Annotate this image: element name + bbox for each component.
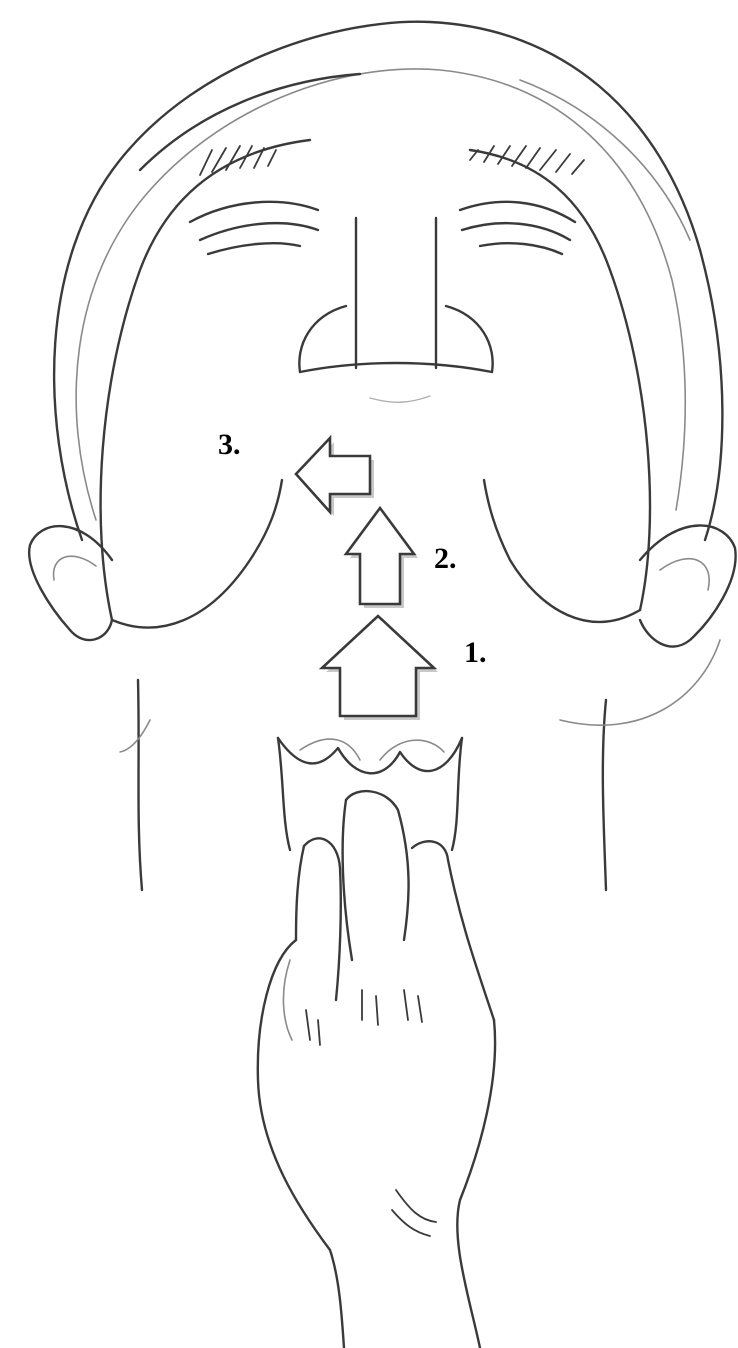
brow-hatching xyxy=(200,146,584,175)
hair-outline xyxy=(54,22,722,540)
nose xyxy=(299,218,492,402)
examiner-hand xyxy=(258,791,495,1348)
step-label-1: 1. xyxy=(464,636,487,669)
larynx xyxy=(278,738,462,850)
arrow-3-left xyxy=(296,438,374,516)
arrow-1-up xyxy=(322,616,438,720)
closed-eyes xyxy=(190,202,575,254)
step-label-2: 2. xyxy=(434,542,457,575)
step-label-3: 3. xyxy=(218,428,241,461)
arrow-2-up xyxy=(346,508,418,608)
